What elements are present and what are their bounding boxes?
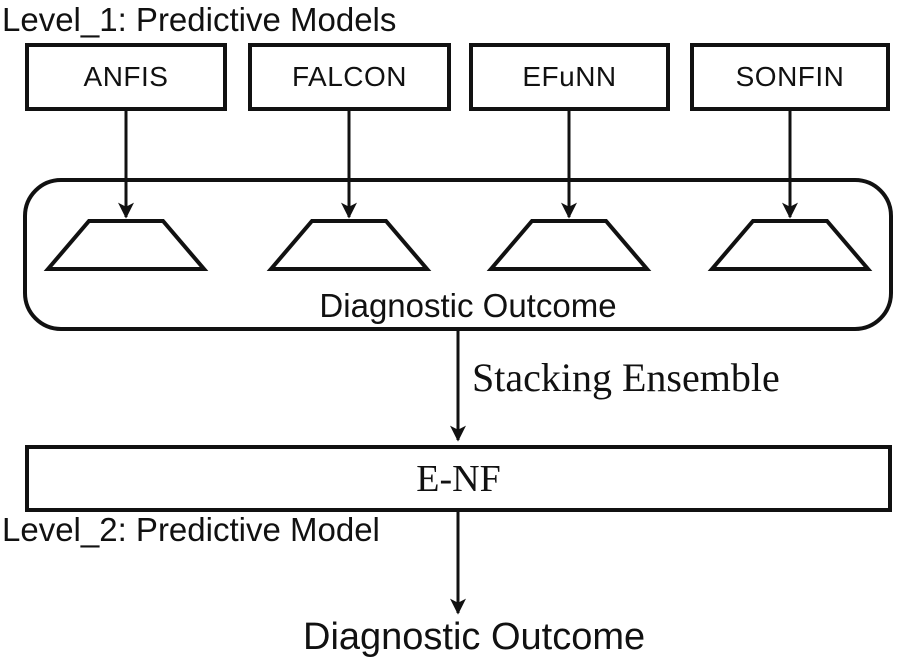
level2-diagnostic-outcome-label: Diagnostic Outcome bbox=[303, 616, 646, 658]
enf-box-label: E-NF bbox=[416, 457, 501, 500]
enf-box: E-NF bbox=[25, 445, 892, 512]
stacking-ensemble-label: Stacking Ensemble bbox=[472, 355, 780, 400]
model-box-anfis-label: ANFIS bbox=[83, 61, 169, 92]
level1-diagnostic-outcome-label: Diagnostic Outcome bbox=[319, 287, 617, 324]
level2-title: Level_2: Predictive Model bbox=[2, 511, 380, 548]
model-box-sonfin: SONFIN bbox=[690, 43, 890, 111]
model-box-falcon-label: FALCON bbox=[291, 61, 408, 92]
model-box-efunn: EFuNN bbox=[469, 43, 670, 111]
model-box-anfis: ANFIS bbox=[25, 43, 227, 111]
model-box-efunn-label: EFuNN bbox=[522, 61, 617, 92]
level1-outcome-container bbox=[23, 178, 893, 331]
model-box-sonfin-label: SONFIN bbox=[735, 61, 845, 92]
model-box-falcon: FALCON bbox=[248, 43, 451, 111]
level1-title: Level_1: Predictive Models bbox=[2, 1, 397, 38]
